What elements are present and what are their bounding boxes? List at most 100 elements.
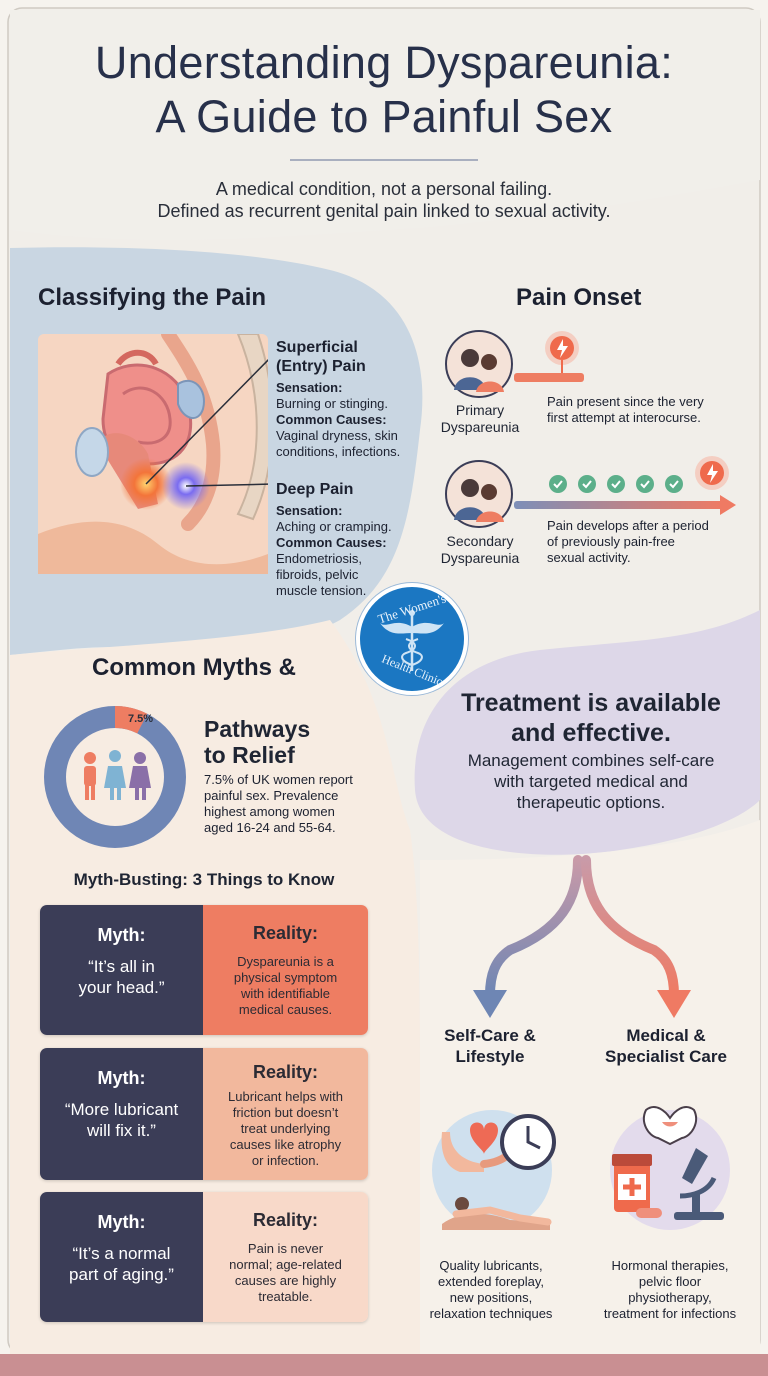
reality-text-3b: normal; age-related [229, 1257, 342, 1272]
medical-desc-3: physiotherapy, [628, 1290, 712, 1305]
primary-desc-1: Pain present since the very [547, 394, 704, 409]
myth-label-1: Myth: [97, 925, 146, 945]
primary-dyspareunia-label: Primary Dyspareunia [430, 402, 530, 436]
primary-label-1: Primary [455, 402, 505, 418]
myths-heading-line2: Pathways [204, 716, 311, 742]
reality-label-2: Reality: [252, 1062, 319, 1082]
reality-text-2e: or infection. [251, 1153, 320, 1168]
clinic-logo: The Women's Health Clinic [356, 583, 468, 695]
reality-text-1a: Dyspareunia is a [237, 954, 334, 969]
self-care-title-2: Lifestyle [455, 1047, 525, 1066]
myth-text-2a: “More lubricant [64, 1100, 179, 1119]
prevalence-text: 7.5% of UK women report painful sex. Pre… [204, 772, 404, 836]
secondary-dyspareunia-label: Secondary Dyspareunia [430, 533, 530, 567]
reality-text-1d: medical causes. [238, 1002, 333, 1017]
title-line-1: Understanding Dyspareunia: [94, 37, 674, 88]
myth-panel-2: Myth: “More lubricant will fix it.” [40, 1048, 203, 1180]
donut-label: 7.5% [128, 713, 153, 725]
myth-text-2b: will fix it.” [87, 1121, 156, 1140]
treatment-text-3: therapeutic options. [516, 793, 666, 812]
primary-desc-2: first attempt at interocurse. [547, 410, 701, 425]
treatment-text: Management combines self-care with targe… [426, 750, 756, 813]
reality-text-1c: with identifiable [241, 986, 330, 1001]
secondary-dyspareunia-desc: Pain develops after a period of previous… [547, 518, 757, 566]
stat-text-3: highest among women [204, 804, 335, 819]
donut-highlight-segment [114, 706, 148, 734]
reality-text-3c: causes are highly [234, 1273, 337, 1288]
deep-sensation: Aching or cramping. [276, 519, 392, 534]
stat-text-1: 7.5% of UK women report [204, 772, 353, 787]
myths-heading-line3: to Relief [204, 742, 295, 768]
deep-causes-2: fibroids, pelvic [276, 567, 359, 582]
superficial-title-2: (Entry) Pain [276, 358, 366, 375]
myth-label-2: Myth: [97, 1068, 146, 1088]
classifying-heading: Classifying the Pain [38, 284, 267, 311]
myth-text-3b: part of aging.” [69, 1265, 174, 1284]
myth-card-3: Myth: “It’s a normal part of aging.” Rea… [40, 1192, 368, 1322]
superficial-causes-label: Common Causes: [276, 412, 387, 427]
reality-text-2a: Lubricant helps with [228, 1089, 343, 1104]
reality-text-2c: treat underlying [240, 1121, 331, 1136]
deep-causes-3: muscle tension. [276, 583, 367, 598]
treatment-text-1: Management combines self-care [467, 751, 715, 770]
women-figures-icon [84, 750, 151, 800]
self-care-desc: Quality lubricants, extended foreplay, n… [416, 1258, 566, 1322]
primary-label-2: Dyspareunia [440, 419, 520, 435]
pelvic-anatomy-illustration [38, 334, 268, 574]
title-divider [290, 159, 478, 161]
subtitle-line-1: A medical condition, not a personal fail… [215, 179, 553, 199]
superficial-sensation-label: Sensation: [276, 380, 343, 395]
treatment-text-2: with targeted medical and [494, 772, 688, 791]
medical-desc-1: Hormonal therapies, [611, 1258, 729, 1273]
superficial-title-1: Superficial [276, 339, 358, 356]
secondary-desc-1: Pain develops after a period [547, 518, 709, 533]
myth-label-3: Myth: [97, 1212, 146, 1232]
superficial-causes-2: conditions, infections. [276, 444, 401, 459]
stat-text-2: painful sex. Prevalence [204, 788, 339, 803]
medical-care-desc: Hormonal therapies, pelvic floor physiot… [588, 1258, 752, 1322]
reality-panel-3: Reality: Pain is never normal; age-relat… [203, 1192, 368, 1322]
deep-title: Deep Pain [276, 481, 354, 498]
stat-text-4: aged 16-24 and 55-64. [204, 820, 336, 835]
reality-text-2d: causes like atrophy [229, 1137, 342, 1152]
myth-card-1: Myth: “It’s all in your head.” Reality: … [40, 905, 368, 1035]
self-care-desc-1: Quality lubricants, [439, 1258, 543, 1273]
medical-care-title: Medical & Specialist Care [596, 1025, 736, 1067]
myths-heading-line1: Common Myths & [92, 654, 296, 681]
reality-panel-1: Reality: Dyspareunia is a physical sympt… [203, 905, 368, 1035]
self-care-title-1: Self-Care & [444, 1026, 536, 1045]
myth-panel-1: Myth: “It’s all in your head.” [40, 905, 203, 1035]
myth-text-1b: your head.” [78, 978, 165, 997]
secondary-desc-3: sexual activity. [547, 550, 631, 565]
deep-pain-block: Deep Pain Sensation: Aching or cramping.… [276, 480, 426, 599]
page-subtitle: A medical condition, not a personal fail… [40, 178, 728, 222]
prevalence-donut-chart: 7.5% [44, 706, 186, 848]
treatment-heading-1: Treatment is available [461, 689, 721, 717]
reality-text-1b: physical symptom [233, 970, 338, 985]
superficial-sensation: Burning or stinging. [276, 396, 389, 411]
onset-heading: Pain Onset [516, 284, 642, 311]
medical-care-illustration [610, 1106, 730, 1230]
primary-dyspareunia-desc: Pain present since the very first attemp… [547, 394, 757, 426]
treatment-heading: Treatment is available and effective. [426, 688, 756, 748]
myth-busting-title: Myth-Busting: 3 Things to Know [73, 870, 335, 889]
medical-desc-2: pelvic floor [638, 1274, 702, 1289]
myth-text-3a: “It’s a normal [72, 1244, 171, 1263]
caduceus-icon [380, 610, 444, 671]
page-title: Understanding Dyspareunia: A Guide to Pa… [20, 36, 748, 144]
reality-label-3: Reality: [252, 1210, 319, 1230]
myth-panel-3: Myth: “It’s a normal part of aging.” [40, 1192, 203, 1322]
superficial-pain-block: Superficial (Entry) Pain Sensation: Burn… [276, 338, 426, 460]
deep-causes-label: Common Causes: [276, 535, 387, 550]
onset-graphics [445, 330, 736, 528]
medical-title-2: Specialist Care [605, 1047, 727, 1066]
reality-text-3d: treatable. [258, 1289, 313, 1304]
myth-card-2: Myth: “More lubricant will fix it.” Real… [40, 1048, 368, 1180]
secondary-desc-2: of previously pain-free [547, 534, 675, 549]
self-care-illustration [432, 1110, 556, 1230]
medical-desc-4: treatment for infections [603, 1306, 737, 1321]
deep-causes-1: Endometriosis, [276, 551, 362, 566]
deep-sensation-label: Sensation: [276, 503, 343, 518]
subtitle-line-2: Defined as recurrent genital pain linked… [157, 201, 611, 221]
